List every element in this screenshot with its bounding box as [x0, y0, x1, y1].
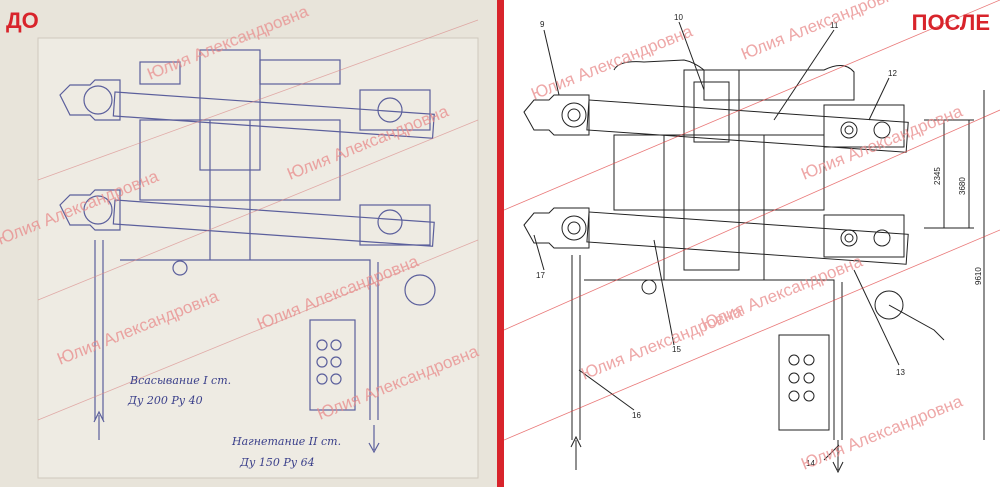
callout-11: 11	[830, 21, 839, 30]
suction-label-1: Всасывание I ст.	[129, 374, 231, 387]
callout-10: 10	[674, 13, 683, 22]
before-schematic	[59, 49, 436, 454]
discharge-label-1: Нагнетание II ст.	[231, 435, 341, 448]
after-drawing: 9 10 11 12 17 15 16 14 13 2345 3680 9610…	[504, 0, 1000, 474]
callout-13: 13	[896, 368, 905, 377]
callout-17: 17	[536, 271, 545, 280]
dimension-2345: 2345	[933, 167, 942, 185]
before-panel: Всасывание I ст. Ду 200 Ру 40 Нагнетание…	[0, 0, 497, 487]
watermark-text: Юлия Александровна	[738, 0, 905, 64]
callout-12: 12	[888, 69, 897, 78]
callout-9: 9	[540, 20, 545, 29]
panel-divider	[497, 0, 504, 487]
before-label: ДО	[6, 8, 39, 33]
after-label: ПОСЛЕ	[911, 10, 990, 35]
callout-15: 15	[672, 345, 681, 354]
after-panel: 9 10 11 12 17 15 16 14 13 2345 3680 9610…	[504, 0, 1000, 487]
callout-14: 14	[806, 459, 815, 468]
callout-16: 16	[632, 411, 641, 420]
discharge-label-2: Ду 150 Ру 64	[239, 456, 315, 469]
watermark-text: Юлия Александровна	[698, 251, 865, 333]
suction-label-2: Ду 200 Ру 40	[127, 394, 203, 407]
watermark-text: Юлия Александровна	[798, 391, 965, 473]
dimension-3680: 3680	[958, 177, 967, 195]
before-drawing: Всасывание I ст. Ду 200 Ру 40 Нагнетание…	[0, 1, 482, 479]
dimension-9610: 9610	[974, 267, 983, 285]
watermark-text: Юлия Александровна	[528, 21, 695, 103]
after-schematic	[523, 21, 985, 474]
